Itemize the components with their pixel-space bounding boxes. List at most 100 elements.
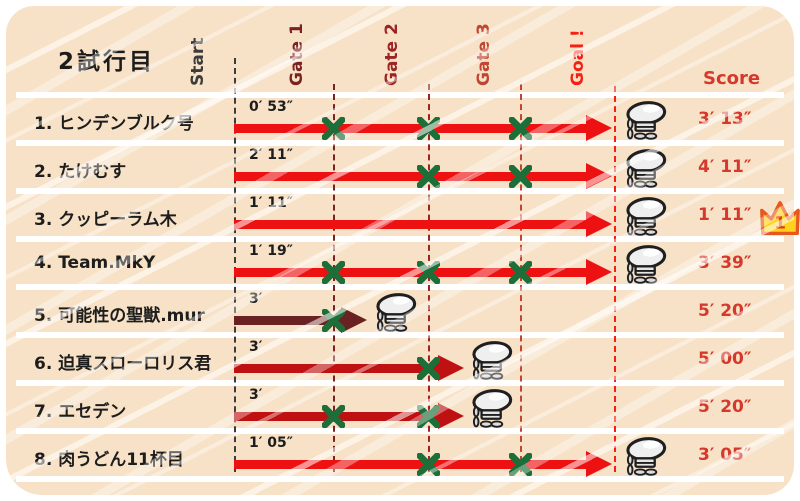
score-value: 5′ 20″ [698, 397, 752, 417]
progress-arrow-bar [234, 172, 593, 181]
gate-pass-x-icon [416, 356, 441, 381]
blimp-marker [621, 436, 667, 480]
progress-arrow-head [586, 451, 612, 477]
progress-arrow-head [586, 259, 612, 285]
gate-pass-mark [416, 452, 441, 480]
progress-arrow-head [438, 403, 464, 429]
gate-pass-x-icon [416, 164, 441, 189]
blimp-icon [626, 149, 667, 188]
gate-pass-mark [416, 116, 441, 144]
team-name: 2. たけむす [34, 162, 127, 182]
gate-pass-mark [508, 164, 533, 192]
progress-arrow-head [586, 211, 612, 237]
gate-pass-x-icon [321, 404, 346, 429]
blimp-icon [626, 197, 667, 236]
gate-pass-x-icon [416, 404, 441, 429]
progress-arrow-head [586, 163, 612, 189]
team-name: 1. ヒンデンブルク号 [34, 114, 194, 134]
gate-pass-mark [321, 260, 346, 288]
gate-pass-mark [321, 116, 346, 144]
progress-arrow-bar [234, 364, 445, 373]
column-header-gate-1: Gate 1 [287, 23, 307, 86]
gate-pass-mark [508, 260, 533, 288]
blimp-marker [467, 388, 513, 432]
start-time-value: 0′ 53″ [249, 99, 294, 115]
gate-pass-mark [416, 260, 441, 288]
progress-arrow-bar [234, 268, 593, 277]
start-time-value: 3′ [249, 339, 263, 355]
progress-arrow-head [586, 115, 612, 141]
blimp-icon [626, 437, 667, 476]
blimp-marker [621, 196, 667, 240]
gate-pass-mark [321, 308, 346, 336]
result-row: 4. Team.MkY 1′ 19″ 3′ 39″ [6, 242, 800, 288]
team-name: 5. 可能性の聖獣.mur [34, 306, 205, 326]
gate-pass-x-icon [508, 164, 533, 189]
start-time-value: 1′ 11″ [249, 195, 294, 211]
start-time-value: 1′ 05″ [249, 435, 294, 451]
blimp-marker [621, 148, 667, 192]
column-header-gate-2: Gate 2 [382, 23, 402, 86]
column-header-goal: Goal ! [568, 29, 588, 86]
team-name: 8. 肉うどん11杯目 [34, 450, 184, 470]
score-column-header: Score [703, 68, 761, 89]
result-row: 5. 可能性の聖獣.mur 3′ 5′ 20″ [6, 290, 800, 336]
gate-pass-mark [416, 164, 441, 192]
result-row: 7. エセデン 3′ 5′ 20″ [6, 386, 800, 432]
gate-pass-mark [508, 116, 533, 144]
gate-pass-x-icon [508, 116, 533, 141]
blimp-marker [621, 244, 667, 288]
progress-arrow-bar [234, 220, 593, 229]
team-name: 6. 迫真スローロリス君 [34, 354, 212, 374]
gate-pass-x-icon [416, 116, 441, 141]
column-header-gate-3: Gate 3 [474, 23, 494, 86]
blimp-marker [371, 292, 417, 336]
blimp-marker [621, 100, 667, 144]
gate-pass-mark [416, 404, 441, 432]
start-time-value: 1′ 19″ [249, 243, 294, 259]
score-value: 1′ 11″ [698, 205, 752, 225]
gate-pass-x-icon [321, 116, 346, 141]
blimp-icon [472, 341, 513, 380]
progress-arrow-bar [234, 460, 593, 469]
winner-crown: 1 [757, 198, 800, 244]
score-value: 5′ 00″ [698, 349, 752, 369]
progress-arrow-bar [234, 124, 593, 133]
score-value: 3′ 13″ [698, 109, 752, 129]
chart-title: 2試行目 [58, 49, 156, 75]
team-name: 3. クッピーラム木 [34, 210, 177, 230]
winner-crown-icon: 1 [760, 201, 800, 236]
gate-pass-x-icon [416, 452, 441, 477]
blimp-icon [626, 245, 667, 284]
progress-arrow-head [438, 355, 464, 381]
result-row: 3. クッピーラム木 1′ 11″ 1′ 11″ 1 [6, 194, 800, 240]
gate-pass-x-icon [508, 260, 533, 285]
svg-text:1: 1 [774, 214, 786, 234]
gate-pass-x-icon [508, 452, 533, 477]
gate-pass-mark [321, 404, 346, 432]
result-row: 1. ヒンデンブルク号 0′ 53″ 3′ 13″ [6, 98, 800, 144]
score-value: 5′ 20″ [698, 301, 752, 321]
score-value: 3′ 05″ [698, 445, 752, 465]
blimp-icon [472, 389, 513, 428]
blimp-marker [467, 340, 513, 384]
result-row: 8. 肉うどん11杯目 1′ 05″ 3′ 05″ [6, 434, 800, 480]
result-row: 6. 迫真スローロリス君 3′ 5′ 00″ [6, 338, 800, 384]
gate-pass-x-icon [321, 260, 346, 285]
gate-pass-mark [416, 356, 441, 384]
team-name: 4. Team.MkY [34, 253, 156, 273]
start-time-value: 3′ [249, 387, 263, 403]
start-time-value: 2′ 11″ [249, 147, 294, 163]
blimp-icon [626, 101, 667, 140]
blimp-icon [376, 293, 417, 332]
gate-pass-x-icon [321, 308, 346, 333]
result-row: 2. たけむす 2′ 11″ 4′ 11″ [6, 146, 800, 192]
gate-pass-x-icon [416, 260, 441, 285]
start-time-value: 3′ [249, 291, 263, 307]
score-value: 4′ 11″ [698, 157, 752, 177]
gate-pass-mark [508, 452, 533, 480]
score-value: 3′ 39″ [698, 253, 752, 273]
team-name: 7. エセデン [34, 402, 127, 422]
